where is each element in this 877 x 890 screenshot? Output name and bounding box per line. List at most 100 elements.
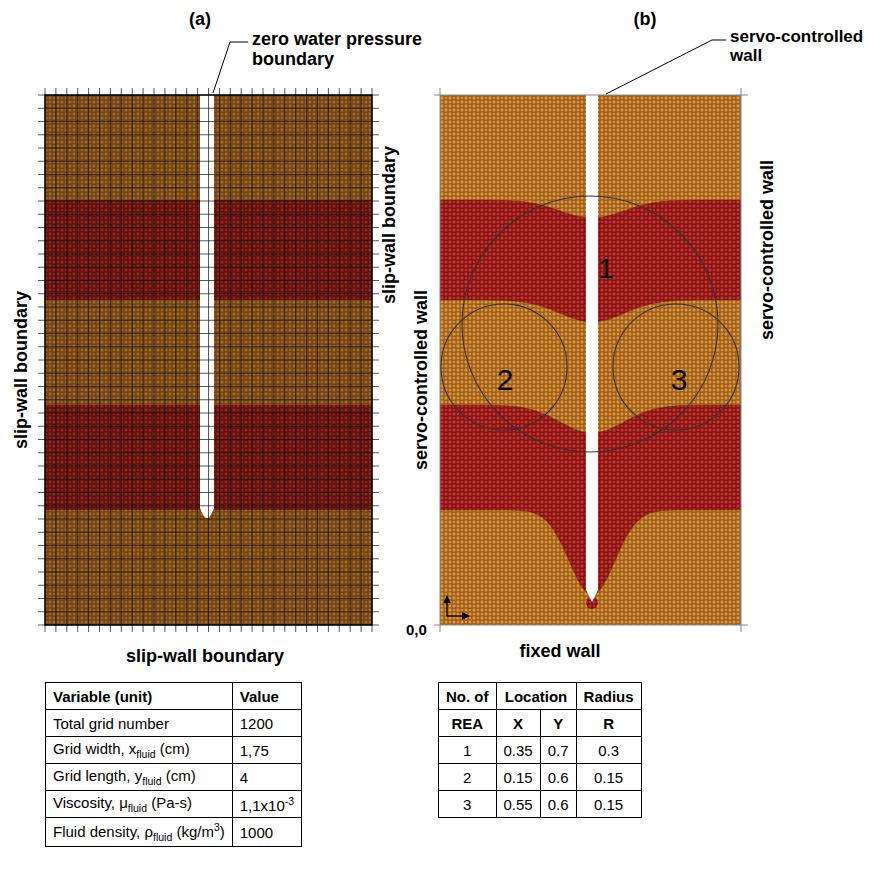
table-text: 1000 (240, 824, 273, 841)
table-text: 0.15 (504, 769, 533, 786)
table-text: (cm) (160, 740, 190, 757)
rea-circle: 2 (440, 303, 568, 431)
grid-line (38, 466, 379, 467)
table-cell: 1000 (232, 818, 301, 847)
grid-line (38, 174, 379, 175)
wall-label: servo-controlled wall (758, 160, 778, 340)
grid-line (38, 572, 379, 573)
table-text: (kg/m (176, 823, 214, 840)
table-text: -3 (285, 795, 294, 807)
table-text: 3 (214, 821, 220, 833)
rea-circle-outline (613, 304, 739, 430)
table-text: 0.15 (594, 796, 623, 813)
table-cell: Fluid density, ρfluid(kg/m3) (46, 818, 233, 847)
table-cell: 2 (439, 764, 497, 791)
table-cell: Value (232, 683, 301, 710)
table-row: 2 0.15 0.6 0.15 (439, 764, 642, 791)
grid-line (38, 201, 379, 202)
table-text: 0.35 (504, 742, 533, 759)
table-text: 0.6 (548, 769, 569, 786)
grid-line (38, 439, 379, 440)
table-cell: 1 (439, 737, 497, 764)
table-cell: Location (496, 683, 576, 710)
grid-line (38, 598, 379, 599)
table-text: 4 (240, 769, 248, 786)
grid-line (38, 307, 379, 308)
grid-line (38, 399, 379, 400)
table-text: 0.15 (594, 769, 623, 786)
grid-line (38, 452, 379, 453)
axis-arrow (446, 596, 447, 616)
table-text: 0.6 (548, 796, 569, 813)
table-text: Radius (584, 688, 634, 705)
grid-line (38, 558, 379, 559)
callout-number: 3 (671, 365, 688, 395)
grid-line (38, 214, 379, 215)
table-row: Variable (unit) Value (46, 683, 302, 710)
table-cell: 0.6 (540, 791, 576, 818)
table-cell: 0.7 (540, 737, 576, 764)
wall-label: fixed wall (519, 642, 600, 662)
table-row: Total grid number1200 (46, 710, 302, 737)
grid-line (38, 386, 379, 387)
table-cell: 0.35 (496, 737, 540, 764)
grid-line (38, 161, 379, 162)
grid-line (38, 148, 379, 149)
table-text: R (603, 715, 614, 732)
grid-line (38, 373, 379, 374)
table-text: Y (553, 715, 563, 732)
table-cell: 0.15 (576, 791, 641, 818)
table-text: ) (220, 823, 225, 840)
table-text: 0.3 (598, 742, 619, 759)
fracture-slot (586, 95, 598, 602)
grid-line (38, 187, 379, 188)
grid-line (38, 532, 379, 533)
grid-line (38, 346, 379, 347)
panel-letter: (b) (634, 10, 657, 30)
panel-letter: (a) (189, 10, 211, 30)
table-text: 1,1x10 (240, 797, 285, 814)
table-text: 1 (463, 742, 471, 759)
table-row: 1 0.35 0.7 0.3 (439, 737, 642, 764)
grid-line (38, 254, 379, 255)
table-text: (Pa-s) (151, 794, 192, 811)
grid-line (38, 585, 379, 586)
callout-number: 1 (598, 255, 614, 283)
grid-line (38, 293, 379, 294)
grid-line (38, 426, 379, 427)
panel-a (38, 88, 379, 632)
table-text: REA (451, 715, 483, 732)
grid-line (38, 519, 379, 520)
table-cell: Grid length, yfluid(cm) (46, 764, 233, 791)
table-cell: 0.15 (576, 764, 641, 791)
table-text: (cm) (166, 767, 196, 784)
table-text: 0.55 (504, 796, 533, 813)
table-cell: Y (540, 710, 576, 737)
rea-table: No. ofLocation RadiusREA XY R 1 0.35 0.7 0.3 2 0.… (438, 682, 642, 818)
table-cell: No. of (439, 683, 497, 710)
table-text: 2 (463, 769, 471, 786)
grid-line (38, 505, 379, 506)
boundary-label: zero water pressure boundary (252, 30, 432, 70)
leader-line (606, 40, 726, 94)
table-cell: 1,1x10-3 (232, 791, 301, 818)
table-text: 1,75 (240, 742, 269, 759)
grid-line (38, 108, 379, 109)
wall-label: servo-controlled wall (412, 290, 432, 470)
table-text: Variable (unit) (53, 688, 152, 705)
table-text: fluid (128, 802, 147, 814)
grid-line (38, 360, 379, 361)
leader-line (213, 42, 248, 93)
table-cell: X (496, 710, 540, 737)
grid-line (38, 240, 379, 241)
table-cell: R (576, 710, 641, 737)
table-row: Fluid density, ρfluid(kg/m3) 1000 (46, 818, 302, 847)
grid-line (38, 413, 379, 414)
table-cell: Grid width, xfluid(cm) (46, 737, 233, 764)
table-row: REA XY R (439, 710, 642, 737)
table-row: Viscosity, μfluid(Pa-s)1,1x10-3 (46, 791, 302, 818)
table-cell: 0.55 (496, 791, 540, 818)
table-cell: 0.15 (496, 764, 540, 791)
axis-arrow (447, 615, 469, 616)
